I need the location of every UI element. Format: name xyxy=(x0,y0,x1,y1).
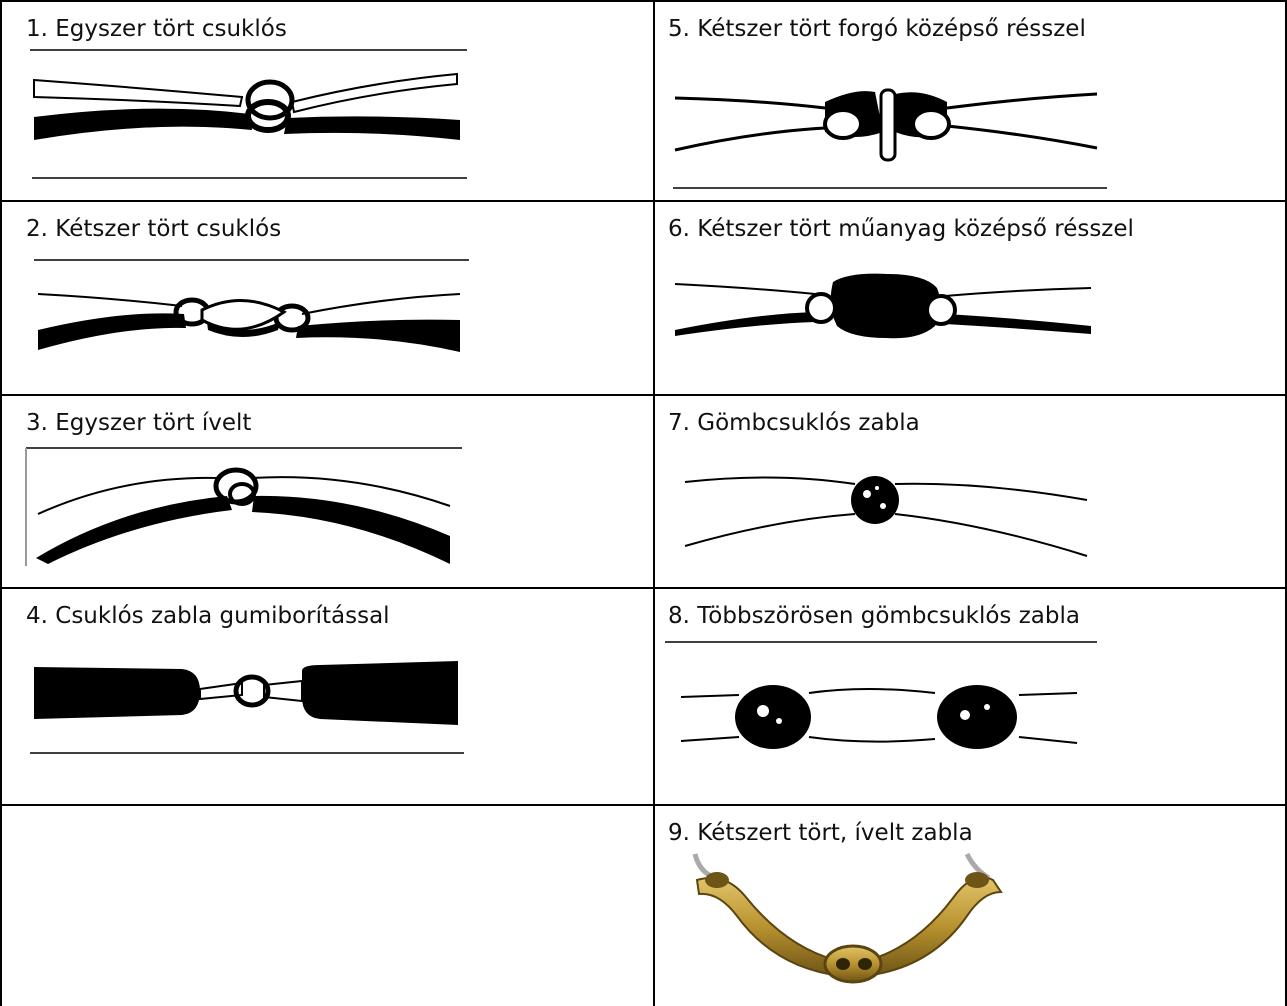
cell-4: 4. Csuklós zabla gumiborítással xyxy=(2,589,653,804)
cell-7: 7. Gömbcsuklós zabla xyxy=(655,396,1285,587)
double-jointed-plastic-middle-bit-illustration xyxy=(655,202,1285,394)
cell-3: 3. Egyszer tört ívelt xyxy=(2,396,653,587)
ball-jointed-bit-illustration xyxy=(655,396,1285,587)
double-jointed-rotating-bit-illustration xyxy=(655,2,1285,200)
cell-8: 8. Többszörösen gömbcsuklós zabla xyxy=(655,589,1285,804)
multiple-ball-jointed-bit-illustration xyxy=(655,589,1285,804)
cell-1: 1. Egyszer tört csuklós xyxy=(2,2,653,200)
cell-empty xyxy=(2,806,653,1006)
single-jointed-bit-illustration xyxy=(2,2,653,200)
single-jointed-curved-bit-illustration xyxy=(2,396,653,587)
double-jointed-bit-illustration xyxy=(2,202,653,394)
cell-2: 2. Kétszer tört csuklós xyxy=(2,202,653,394)
cell-5: 5. Kétszer tört forgó középső résszel xyxy=(655,2,1285,200)
double-jointed-curved-gold-bit-illustration xyxy=(655,806,1285,1006)
cell-6: 6. Kétszer tört műanyag középső résszel xyxy=(655,202,1285,394)
cell-9: 9. Kétszert tört, ívelt zabla xyxy=(655,806,1285,1006)
rubber-covered-jointed-bit-illustration xyxy=(2,589,653,804)
